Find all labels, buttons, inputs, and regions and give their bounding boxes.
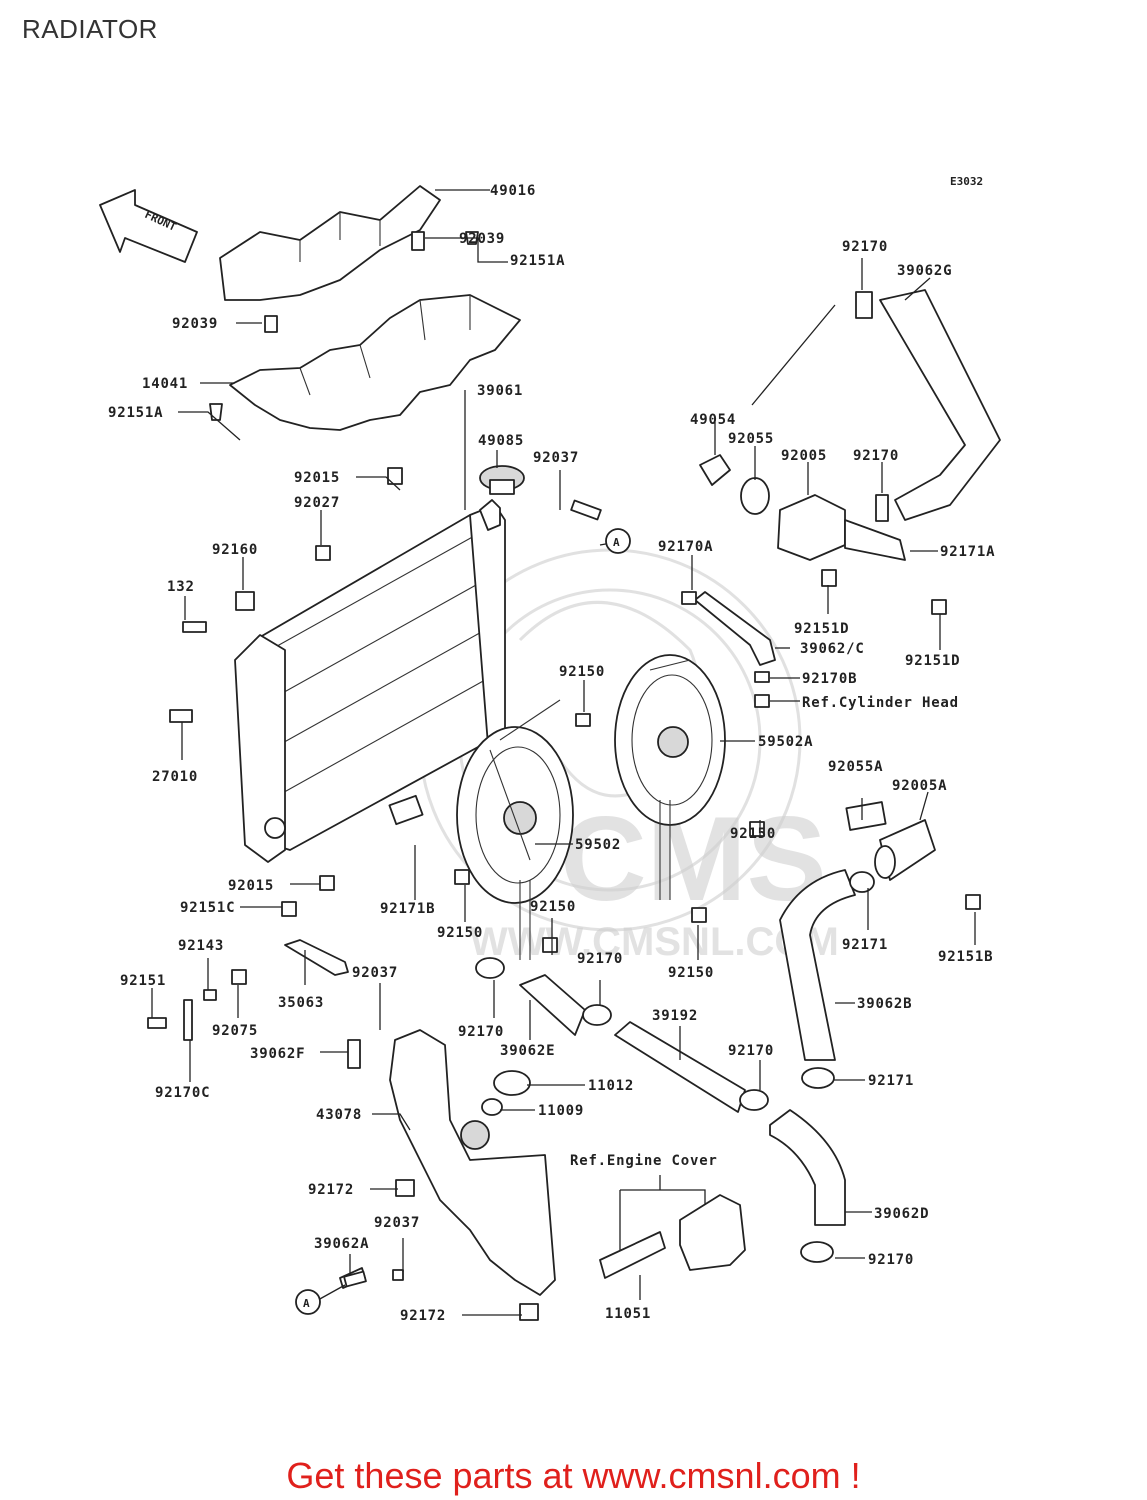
callout-label: 92171B [380, 901, 435, 917]
bracket-11051 [599, 1231, 666, 1279]
callout-label: 92015 [294, 470, 340, 486]
callout-label: 43078 [316, 1107, 362, 1123]
callout-label: 92015 [228, 878, 274, 894]
gasket-icon [481, 1098, 503, 1116]
hose-39062D [769, 1109, 846, 1226]
callout-label: 92170 [458, 1024, 504, 1040]
reservoir-cap-icon [493, 1070, 531, 1096]
hose-39062B [779, 869, 856, 1061]
fan-59502A [614, 654, 726, 900]
leader-lines [151, 189, 976, 1316]
callout-label: 92172 [308, 1182, 354, 1198]
callout-label: 92171 [868, 1073, 914, 1089]
callout-label: 49085 [478, 433, 524, 449]
callout-label: 59502A [758, 734, 813, 750]
callout-label: Ref.Cylinder Head [802, 695, 959, 711]
callout-label: 92170B [802, 671, 857, 687]
callout-label: 39061 [477, 383, 523, 399]
callout-label: 92171 [842, 937, 888, 953]
callout-label: 35063 [278, 995, 324, 1011]
diagram-code: E3032 [950, 175, 983, 188]
callout-label: 92037 [374, 1215, 420, 1231]
callout-label: 27010 [152, 769, 198, 785]
callout-label: 92151D [905, 653, 960, 669]
callout-label: 92170 [853, 448, 899, 464]
water-outlet-92005A [845, 801, 936, 881]
callout-label: 92150 [437, 925, 483, 941]
callout-label: 92172 [400, 1308, 446, 1324]
callout-label: 14041 [142, 376, 188, 392]
callout-label: 39062A [314, 1236, 369, 1252]
reservoir-tank [389, 1029, 556, 1296]
callout-label: 11009 [538, 1103, 584, 1119]
callout-label: 49054 [690, 412, 736, 428]
hose-39062C [694, 591, 776, 666]
thermostat-housing [699, 454, 906, 561]
watermark-url: WWW.CMSNL.COM [470, 920, 839, 964]
fasteners [147, 231, 981, 1321]
callout-label: 92171A [940, 544, 995, 560]
callout-label: 92170 [577, 951, 623, 967]
callout-label: 92151B [938, 949, 993, 965]
bracket-35063 [284, 939, 349, 976]
callout-label: 92055 [728, 431, 774, 447]
radiator-core [234, 499, 506, 863]
callout-label: 11012 [588, 1078, 634, 1094]
callout-label: 92150 [668, 965, 714, 981]
callout-label: 92150 [530, 899, 576, 915]
callout-label: 49016 [490, 183, 536, 199]
callout-label: Ref.Engine Cover [570, 1153, 718, 1169]
callout-label: 92027 [294, 495, 340, 511]
callout-label: 92075 [212, 1023, 258, 1039]
callout-label: 92005 [781, 448, 827, 464]
callout-label: 39062B [857, 996, 912, 1012]
callout-label: 92037 [533, 450, 579, 466]
callout-label: 92170 [868, 1252, 914, 1268]
fan-59502 [456, 699, 574, 960]
engine-cover-ref [679, 1194, 746, 1271]
page-title: RADIATOR [22, 14, 158, 44]
callout-label: 92170 [842, 239, 888, 255]
call-to-action[interactable]: Get these parts at www.cmsnl.com ! [0, 1455, 1147, 1497]
front-arrow-icon: FRONT [99, 189, 198, 263]
callout-label: 11051 [605, 1306, 651, 1322]
callout-label: 92151D [794, 621, 849, 637]
top-cover-plate [219, 185, 441, 301]
hose-39062G [879, 289, 1001, 521]
callout-label: 92160 [212, 542, 258, 558]
callout-label: 92151A [510, 253, 565, 269]
callout-label: 92150 [730, 826, 776, 842]
callout-label: 59502 [575, 837, 621, 853]
callout-label: 39192 [652, 1008, 698, 1024]
callout-label: 132 [167, 579, 195, 595]
ref-circle-a-bottom: A [295, 1289, 321, 1315]
callout-label: 39062E [500, 1043, 555, 1059]
ref-circle-a-top: A [605, 528, 631, 554]
callout-label: 92037 [352, 965, 398, 981]
callout-label: 39062/C [800, 641, 865, 657]
callout-label: 92170C [155, 1085, 210, 1101]
call-to-action-link[interactable]: Get these parts at www.cmsnl.com ! [286, 1455, 861, 1496]
callout-label: 92039 [459, 231, 505, 247]
callout-label: 39062F [250, 1046, 305, 1062]
callout-label: 92039 [172, 316, 218, 332]
callout-label: 92151 [120, 973, 166, 989]
callout-label: 92143 [178, 938, 224, 954]
radiator-cap-icon [479, 465, 525, 495]
callout-label: 39062D [874, 1206, 929, 1222]
radiator-shroud [229, 294, 521, 431]
callout-label: 92170A [658, 539, 713, 555]
callout-label: 92150 [559, 664, 605, 680]
callout-label: 39062G [897, 263, 952, 279]
ref-a-label: A [613, 536, 620, 549]
callout-labels: 49016 92039 92151A 92039 14041 92151A 39… [108, 183, 995, 1324]
callout-label: 92151C [180, 900, 235, 916]
callout-label: 92005A [892, 778, 947, 794]
callout-label: 92151A [108, 405, 163, 421]
pipe-39192 [614, 1021, 746, 1113]
ref-a-label: A [303, 1297, 310, 1310]
callout-label: 92170 [728, 1043, 774, 1059]
callout-label: 92055A [828, 759, 883, 775]
